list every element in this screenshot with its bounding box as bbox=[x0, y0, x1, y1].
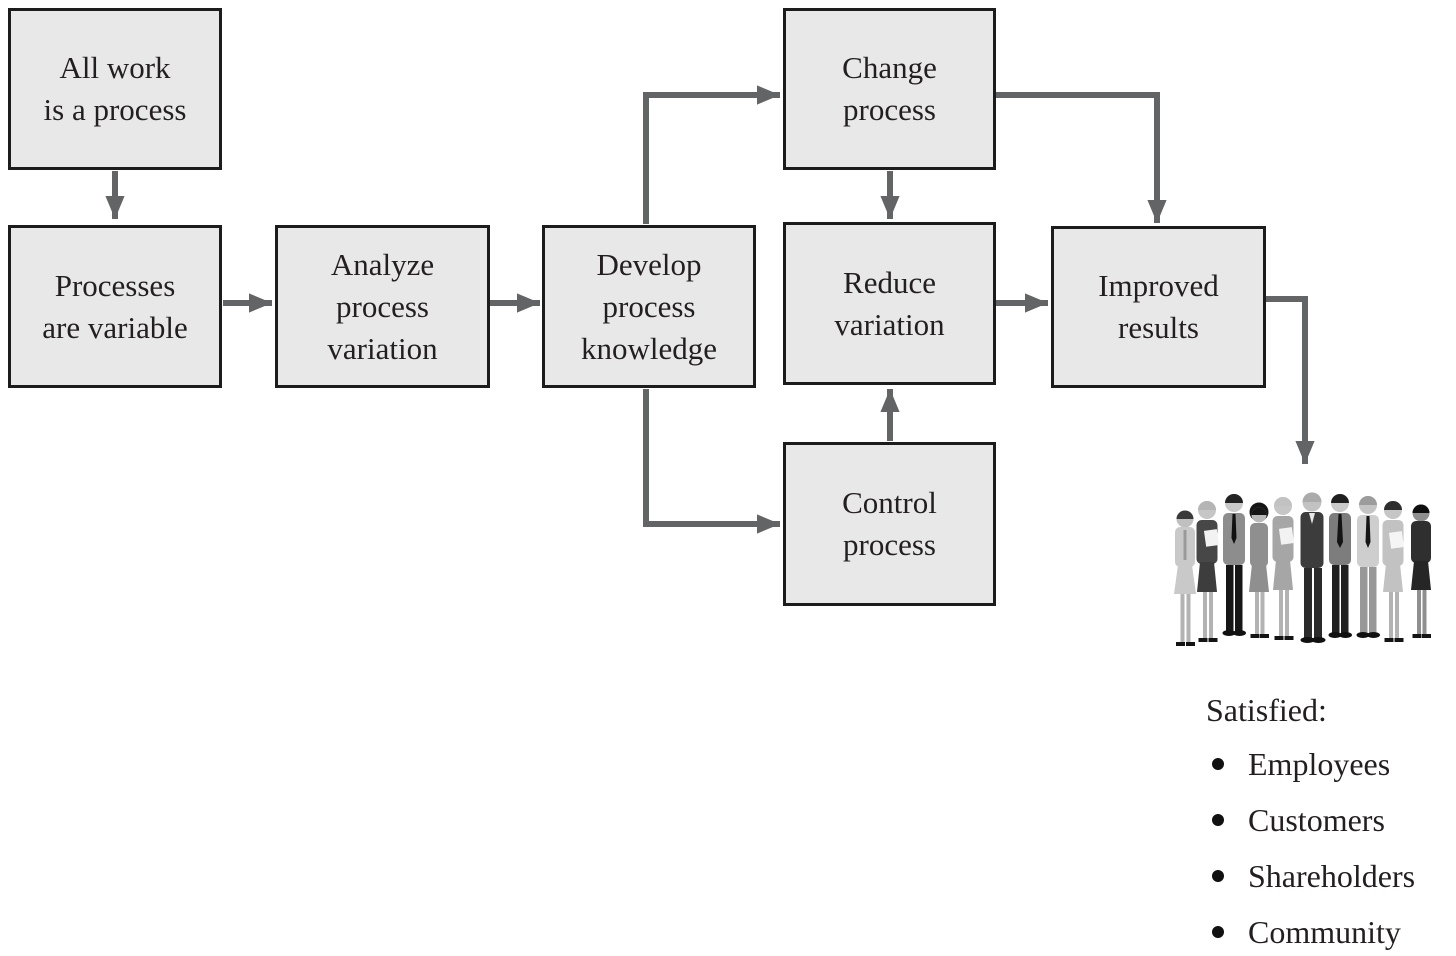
satisfied-title: Satisfied: bbox=[1206, 692, 1327, 728]
node-label-line: variation bbox=[327, 330, 438, 366]
node-change-process: Change process bbox=[783, 8, 996, 170]
satisfied-people-image bbox=[1174, 492, 1431, 646]
arrow-develop-to-change bbox=[643, 85, 780, 224]
satisfied-list-block: Satisfied: Employees Customers Sharehold… bbox=[1206, 688, 1456, 956]
node-label-line: results bbox=[1118, 310, 1199, 345]
node-label-line: are variable bbox=[42, 309, 188, 345]
node-label-line: process bbox=[843, 92, 936, 127]
list-item: Customers bbox=[1206, 792, 1456, 848]
node-label-line: Improved bbox=[1098, 268, 1219, 303]
node-label-line: Change bbox=[842, 50, 937, 85]
node-label-line: is a process bbox=[43, 92, 187, 127]
list-item: Community bbox=[1206, 904, 1456, 956]
person-figure bbox=[1222, 494, 1246, 636]
person-figure bbox=[1382, 501, 1405, 642]
node-label-line: process bbox=[602, 288, 696, 324]
node-label-line: variation bbox=[834, 306, 945, 342]
person-figure bbox=[1356, 496, 1380, 638]
node-processes-variable: Processes are variable bbox=[8, 225, 222, 388]
person-figure bbox=[1174, 510, 1196, 646]
node-label-line: Control bbox=[842, 485, 937, 520]
bullet-icon bbox=[1212, 758, 1224, 770]
node-improved-results: Improved results bbox=[1051, 226, 1266, 388]
satisfied-list: Employees Customers Shareholders Communi… bbox=[1206, 736, 1456, 956]
person-figure bbox=[1272, 497, 1295, 640]
arrow-improved-to-people bbox=[1265, 296, 1315, 464]
person-figure bbox=[1411, 504, 1431, 638]
node-label-line: process bbox=[336, 288, 429, 324]
node-develop-knowledge: Develop process knowledge bbox=[542, 225, 756, 388]
node-reduce-variation: Reduce variation bbox=[783, 222, 996, 385]
arrow-change-to-improved bbox=[995, 92, 1167, 223]
satisfied-item-label: Community bbox=[1248, 913, 1401, 950]
person-figure bbox=[1249, 502, 1269, 638]
node-control-process: Control process bbox=[783, 442, 996, 606]
satisfied-item-label: Customers bbox=[1248, 801, 1385, 838]
bullet-icon bbox=[1212, 926, 1224, 938]
bullet-icon bbox=[1212, 814, 1224, 826]
satisfied-item-label: Employees bbox=[1248, 745, 1391, 782]
node-label-line: process bbox=[843, 527, 936, 562]
list-item: Employees bbox=[1206, 736, 1456, 792]
arrow-develop-to-control bbox=[643, 389, 780, 534]
person-figure bbox=[1300, 492, 1326, 643]
person-figure bbox=[1328, 494, 1352, 638]
node-label-line: Processes bbox=[54, 267, 176, 303]
bullet-icon bbox=[1212, 870, 1224, 882]
node-label-line: All work bbox=[59, 50, 171, 85]
node-label-line: knowledge bbox=[580, 330, 718, 366]
satisfied-item-label: Shareholders bbox=[1248, 857, 1416, 894]
list-item: Shareholders bbox=[1206, 848, 1456, 904]
node-label-line: Develop bbox=[596, 246, 702, 282]
node-label-line: Analyze bbox=[330, 246, 435, 282]
person-figure bbox=[1196, 501, 1220, 642]
node-analyze-variation: Analyze process variation bbox=[275, 225, 490, 388]
node-label-line: Reduce bbox=[843, 264, 936, 300]
node-all-work: All work is a process bbox=[8, 8, 222, 170]
